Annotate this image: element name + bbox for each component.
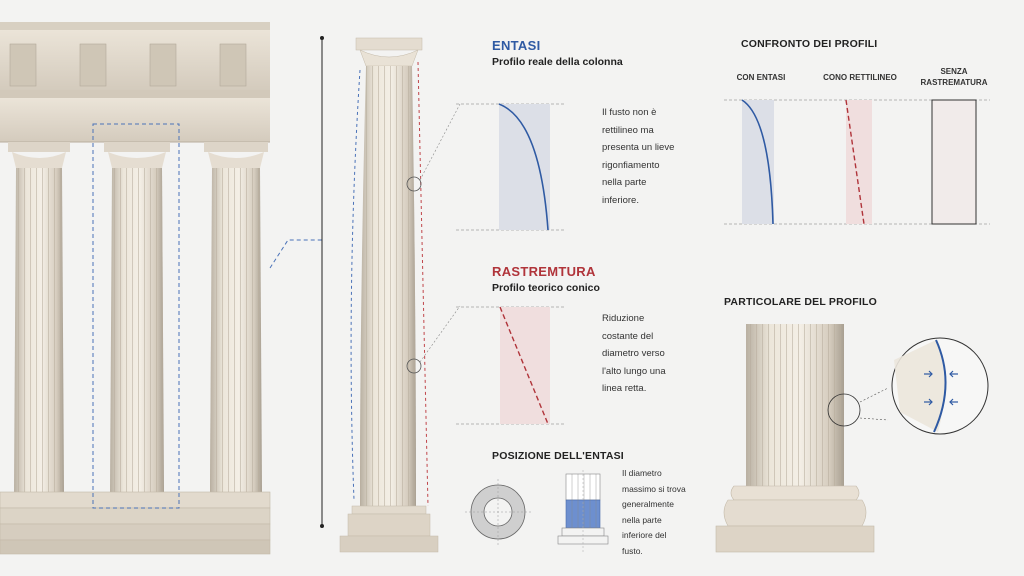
comparison-label-cone: CONO RETTILINEO [823, 73, 897, 82]
entasi-description: Il fusto non è rettilineo ma presenta un… [602, 107, 675, 206]
position-diagram [465, 470, 609, 552]
comparison-title: CONFRONTO DEI PROFILI [741, 38, 878, 50]
rastremtura-title: RASTREMTURA [492, 264, 596, 279]
architrave [0, 98, 270, 142]
rastremtura-description: Riduzione costante del diametro verso l'… [602, 313, 666, 394]
entasi-subtitle: Profilo reale della colonna [492, 56, 623, 68]
step-3 [0, 523, 271, 541]
dentils [0, 90, 270, 98]
entasi-diagram [456, 103, 566, 231]
cornice-top [0, 22, 270, 30]
height-indicator [320, 36, 324, 528]
comparison-label-entasi: CON ENTASI [736, 73, 786, 82]
step-4 [0, 539, 271, 555]
temple-column-2 [104, 142, 170, 492]
rastremtura-subtitle: Profilo teorico conico [492, 282, 600, 294]
position-title: POSIZIONE DELL'ENTASI [492, 450, 624, 462]
position-description: Il diametro massimo si trova generalment… [622, 468, 686, 556]
comparison-label-no-taper: SENZA RASTREMATURA [920, 67, 988, 87]
temple-facade [0, 22, 322, 555]
temple-column-1 [8, 142, 70, 492]
large-column [339, 37, 461, 553]
step-1 [0, 491, 271, 509]
detail-column [715, 324, 889, 553]
temple-column-3 [204, 142, 268, 492]
selection-box [92, 123, 180, 509]
rastremtura-diagram [456, 306, 566, 425]
step-2 [0, 507, 271, 525]
entasi-title: ENTASI [492, 38, 541, 53]
connector-line [269, 239, 322, 269]
triglyphs [9, 43, 247, 87]
detail-title: PARTICOLARE DEL PROFILO [724, 296, 877, 308]
comparison-diagrams [724, 99, 990, 225]
magnifier-detail [891, 337, 989, 435]
